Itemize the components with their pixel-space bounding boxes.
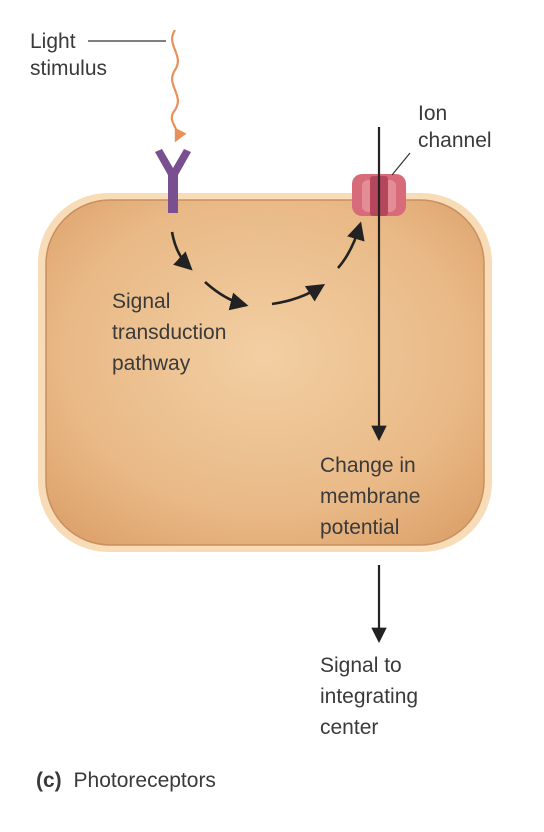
membrane-change-label: Change in membrane potential — [320, 454, 426, 539]
figure-caption: (c) Photoreceptors — [36, 769, 216, 792]
light-stimulus-label: Light stimulus — [30, 30, 107, 80]
light-stimulus-wave — [88, 29, 187, 143]
caption-text: Photoreceptors — [74, 769, 216, 792]
ion-channel-icon — [352, 152, 411, 216]
signal-transduction-label: Signal transduction pathway — [112, 290, 232, 375]
ion-channel-leader-line — [391, 152, 411, 176]
caption-letter: (c) — [36, 769, 62, 792]
receptor-icon — [155, 149, 191, 213]
transduction-arrows — [170, 221, 365, 311]
ion-channel-label: Ion channel — [418, 102, 492, 152]
signal-out-label: Signal to integrating center — [320, 654, 424, 739]
